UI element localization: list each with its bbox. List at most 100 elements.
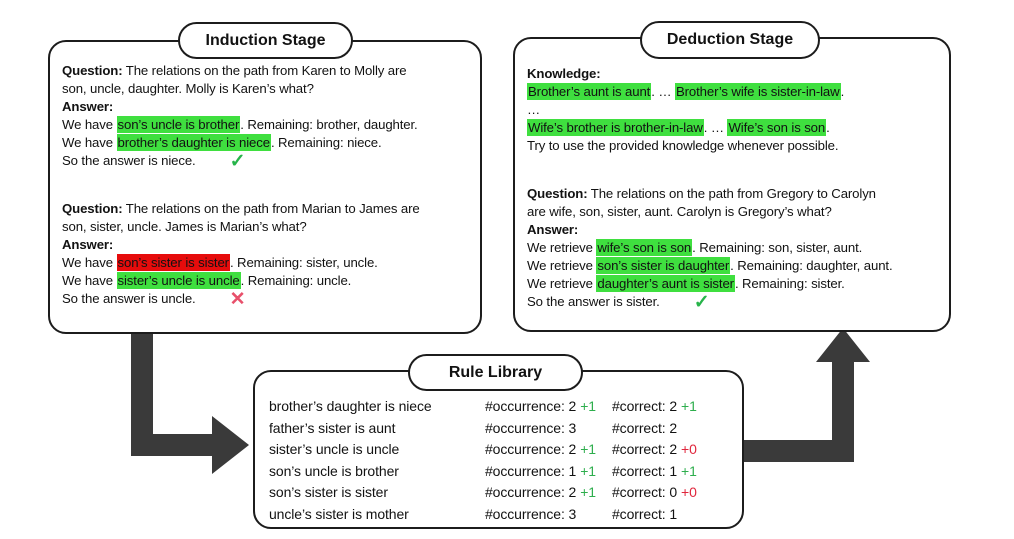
text-line: So the answer is sister.✓ <box>527 293 943 312</box>
correct-count-value: #correct: 0 <box>612 484 678 500</box>
cross-icon: ✕ <box>229 289 246 310</box>
correct-count-value: #correct: 1 <box>612 462 678 479</box>
rule-text: son’s uncle is brother <box>269 461 485 483</box>
text-segment: The relations on the path from Marian to… <box>122 201 420 216</box>
correct-count-value: #correct: 2 <box>612 419 678 436</box>
correct-count: #correct: 1+1 <box>612 461 742 483</box>
text-line: We retrieve son’s sister is daughter. Re… <box>527 257 943 275</box>
highlighted-rule-text: Brother’s aunt is aunt <box>527 83 652 100</box>
correct-count-value: #correct: 1 <box>612 505 678 522</box>
deduction-stage-content: Knowledge:Brother’s aunt is aunt. … Brot… <box>515 39 949 330</box>
occurrence-count-delta: +1 <box>580 441 596 457</box>
correct-count: #correct: 2+0 <box>612 439 742 461</box>
occurrence-count-delta: +1 <box>580 398 596 414</box>
text-line: We have sister’s uncle is uncle. Remaini… <box>62 272 474 290</box>
occurrence-count: #occurrence: 2+1 <box>485 396 612 418</box>
correct-count-delta: +0 <box>681 484 697 500</box>
occurrence-count-value: #occurrence: 1 <box>485 462 577 479</box>
rule-text: father’s sister is aunt <box>269 418 485 440</box>
rule-text: sister’s uncle is uncle <box>269 439 485 461</box>
rule-text-value: brother’s daughter is niece <box>269 398 432 414</box>
text-line: We have son’s uncle is brother. Remainin… <box>62 116 474 134</box>
text-line: We retrieve wife’s son is son. Remaining… <box>527 239 943 257</box>
text-segment: . <box>840 84 845 99</box>
highlighted-rule-text: son’s sister is daughter <box>596 257 731 274</box>
text-segment: . Remaining: niece. <box>270 135 382 150</box>
rule-text-value: sister’s uncle is uncle <box>269 441 400 457</box>
highlighted-rule-text: wife’s son is son <box>596 239 693 256</box>
highlighted-rule-text: Wife’s son is son <box>727 119 827 136</box>
text-line: We retrieve daughter’s aunt is sister. R… <box>527 275 943 293</box>
rule-text-value: son’s uncle is brother <box>269 462 399 479</box>
text-line: Answer: <box>527 221 943 239</box>
highlighted-rule-text: daughter’s aunt is sister <box>596 275 735 292</box>
rule-library-title: Rule Library <box>408 354 583 391</box>
text-segment: . Remaining: son, sister, aunt. <box>692 240 863 255</box>
highlighted-rule-text: son’s sister is sister <box>116 254 230 271</box>
text-segment: We retrieve <box>527 258 597 273</box>
text-line: So the answer is uncle.✕ <box>62 289 474 310</box>
correct-count-delta: +0 <box>681 441 697 457</box>
highlighted-rule-text: Wife’s brother is brother-in-law <box>527 119 704 136</box>
text-segment: The relations on the path from Gregory t… <box>587 186 876 201</box>
text-segment: We have <box>62 255 117 270</box>
text-segment: Question: <box>62 201 123 216</box>
text-line: son, uncle, daughter. Molly is Karen’s w… <box>62 80 474 98</box>
occurrence-count-value: #occurrence: 3 <box>485 505 577 522</box>
text-line: So the answer is niece. ✓ <box>62 151 474 172</box>
text-segment: . <box>826 120 830 135</box>
check-icon: ✓ <box>229 151 246 172</box>
text-line: Brother’s aunt is aunt. … Brother’s wife… <box>527 83 943 101</box>
text-segment: Question: <box>527 186 588 201</box>
highlighted-rule-text: brother’s daughter is niece <box>116 134 271 151</box>
occurrence-count: #occurrence: 1+1 <box>485 461 612 483</box>
induction-stage-content: Question: The relations on the path from… <box>50 42 480 332</box>
text-segment: We have <box>62 273 117 288</box>
highlighted-rule-text: Brother’s wife is sister-in-law <box>674 83 841 100</box>
deduction-stage-title-label: Deduction Stage <box>666 31 794 48</box>
occurrence-count: #occurrence: 2+1 <box>485 482 612 504</box>
rule-text-value: uncle’s sister is mother <box>269 505 409 522</box>
text-segment: We have <box>62 117 117 132</box>
correct-count: #correct: 2 <box>612 418 742 440</box>
text-segment: So the answer is sister. <box>527 294 660 309</box>
text-segment: . Remaining: sister. <box>734 276 845 291</box>
text-segment: . Remaining: daughter, aunt. <box>730 258 893 273</box>
text-segment: Knowledge: <box>527 66 601 81</box>
text-segment: Try to use the provided knowledge whenev… <box>527 138 839 153</box>
occurrence-count-value: #occurrence: 2 <box>485 484 577 500</box>
deduction-stage-title: Deduction Stage <box>640 21 820 59</box>
rule-library-row: son’s sister is sister#occurrence: 2+1#c… <box>269 482 742 504</box>
text-line: Answer: <box>62 236 474 254</box>
text-line: Try to use the provided knowledge whenev… <box>527 137 943 155</box>
rule-text-value: son’s sister is sister <box>269 484 388 500</box>
highlighted-rule-text: sister’s uncle is uncle <box>116 272 241 289</box>
text-segment: Question: <box>62 63 123 78</box>
highlighted-rule-text: son’s uncle is brother <box>116 116 241 133</box>
occurrence-count: #occurrence: 3 <box>485 504 612 526</box>
text-line: Question: The relations on the path from… <box>527 185 943 203</box>
occurrence-count-value: #occurrence: 2 <box>485 441 577 457</box>
text-line: Answer: <box>62 98 474 116</box>
text-segment: Answer: <box>527 222 579 237</box>
correct-count-delta: +1 <box>681 398 697 414</box>
text-segment: . Remaining: uncle. <box>240 273 352 288</box>
text-segment: So the answer is niece. <box>62 153 196 168</box>
rule-text: brother’s daughter is niece <box>269 396 485 418</box>
text-segment: Answer: <box>62 99 114 114</box>
correct-count-value: #correct: 2 <box>612 441 678 457</box>
text-segment: . … <box>651 84 675 99</box>
deduction-stage-panel: Knowledge:Brother’s aunt is aunt. … Brot… <box>513 37 951 332</box>
correct-count: #correct: 1 <box>612 504 742 526</box>
text-segment: son, sister, uncle. James is Marian’s wh… <box>62 219 307 234</box>
correct-count: #correct: 0+0 <box>612 482 742 504</box>
occurrence-count-delta: +1 <box>580 462 596 479</box>
correct-count: #correct: 2+1 <box>612 396 742 418</box>
text-segment: . … <box>703 120 728 135</box>
occurrence-count: #occurrence: 3 <box>485 418 612 440</box>
occurrence-count-delta: +1 <box>580 484 596 500</box>
text-line: Knowledge: <box>527 65 943 83</box>
rule-library-row: father’s sister is aunt#occurrence: 3#co… <box>269 418 742 440</box>
